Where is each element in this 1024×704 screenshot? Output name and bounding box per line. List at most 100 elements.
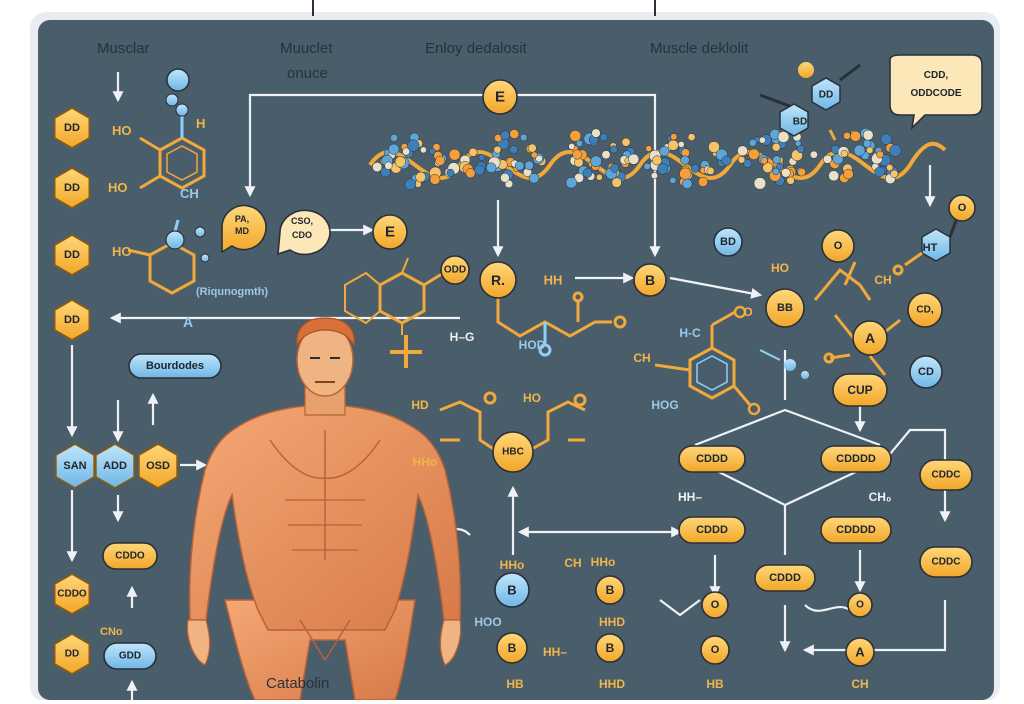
helix-bead [429, 174, 441, 185]
node-b-row1b-label: B [606, 583, 615, 597]
helix-bead [708, 141, 720, 153]
helix-bead [446, 168, 455, 177]
left-pill-badge-label: Bourdodes [146, 360, 204, 372]
chem-hho: HHo [413, 455, 438, 469]
callout-line-2: ODDCODE [910, 88, 961, 99]
helix-bead [428, 147, 436, 155]
protein-helix [368, 127, 947, 191]
helix-bead [777, 131, 790, 143]
lane-san-label: SAN [63, 460, 86, 472]
helix-bead [843, 131, 851, 140]
node-e-mid-shape [372, 214, 408, 250]
helix-bead [862, 139, 872, 148]
left-hex-2-shape [53, 167, 91, 209]
helix-bead [796, 145, 805, 154]
chem-ch-bottom: CH [564, 556, 581, 570]
helix-bead [828, 170, 840, 182]
path-left-1-shape [678, 445, 746, 473]
node-cd-right-shape [907, 292, 943, 328]
helix-bead [609, 145, 618, 154]
helix-bead [760, 157, 768, 165]
helix-bead [843, 168, 854, 180]
chem-h-minus: H–G [450, 330, 475, 344]
helix-bead [596, 173, 603, 181]
helix-bead [797, 167, 806, 177]
node-b-row1b-shape [595, 575, 625, 605]
chem-ho-right: HO [771, 261, 789, 275]
node-e-top-label: E [495, 89, 505, 106]
helix-bead [690, 164, 700, 173]
chem-ch-right: CH [874, 273, 891, 287]
helix-bead [853, 144, 866, 157]
chem-hd: HD [411, 398, 429, 412]
path-left-2-label: CDDD [696, 524, 728, 536]
node-odd-label: ODD [444, 265, 466, 276]
node-e-mid-label: E [385, 224, 395, 241]
pa-bubble [221, 204, 267, 254]
path-far-1-label: CDDC [932, 470, 961, 481]
path-far-1-shape [919, 459, 973, 491]
helix-bead [372, 162, 383, 173]
chem-hog: HOG [651, 398, 678, 412]
path-right-2-shape [820, 516, 892, 544]
node-hbc-shape [492, 431, 534, 473]
helix-bead [535, 154, 543, 163]
helix-bead [721, 155, 732, 166]
helix-bead [530, 151, 538, 159]
helix-bead [809, 150, 818, 159]
chem-ht: HT [923, 242, 938, 254]
helix-bead [520, 133, 528, 142]
node-hbc-label: HBC [502, 447, 524, 458]
helix-bead [670, 133, 678, 141]
helix-bead [862, 129, 874, 141]
node-b-row2b-label: B [606, 641, 615, 655]
left-hex-1-shape [53, 107, 91, 149]
cso-line-2: CDO [292, 230, 312, 240]
helix-bead [388, 143, 400, 155]
node-o-bottom3-shape [847, 592, 873, 618]
helix-bead [601, 150, 611, 160]
helix-bead [762, 162, 774, 174]
node-b-row2b-shape [595, 633, 625, 663]
left-hex-3-label: DD [64, 249, 80, 261]
helix-bead [485, 162, 497, 173]
helix-bead [465, 168, 476, 179]
lower-node-1-shape [102, 542, 158, 570]
path-far-2-shape [919, 546, 973, 578]
chem-hhd: HHD [599, 615, 625, 629]
helix-bead [743, 159, 752, 168]
header-label-1: Musclar [97, 40, 150, 57]
lane-add-label: ADD [103, 460, 127, 472]
helix-bead [876, 150, 884, 159]
helix-bead [384, 161, 393, 170]
helix-bead [753, 177, 767, 190]
node-r-mid-label: R. [491, 272, 505, 288]
helix-bead [524, 160, 534, 171]
helix-bead [500, 173, 510, 183]
node-bb-shape [765, 288, 805, 328]
lower-node-3-label: GDD [119, 651, 141, 662]
helix-bead [582, 168, 593, 178]
helix-bead [611, 177, 622, 188]
helix-bead [748, 138, 757, 147]
flow-arrows [66, 72, 951, 700]
helix-bead [772, 155, 781, 164]
helix-bead [474, 164, 485, 176]
node-cd-blue-label: CD [918, 366, 934, 378]
header-label-4: Muscle deklolit [650, 40, 749, 57]
lower-hex-shape [53, 633, 91, 675]
helix-bead [679, 167, 692, 180]
chem-hh: HH [544, 273, 563, 288]
helix-bead [591, 128, 601, 138]
helix-bead [574, 157, 584, 168]
node-bd-blue-label: BD [720, 236, 736, 248]
chem-bd-hex: BD [793, 117, 807, 128]
left-hex-2-label: DD [64, 182, 80, 194]
helix-bead [628, 153, 640, 165]
helix-bead [659, 146, 670, 157]
node-b-mid-label: B [645, 272, 655, 288]
helix-bead [781, 168, 791, 178]
node-o-right-shape [821, 229, 855, 263]
helix-bead [677, 141, 685, 148]
helix-bead [420, 146, 427, 154]
